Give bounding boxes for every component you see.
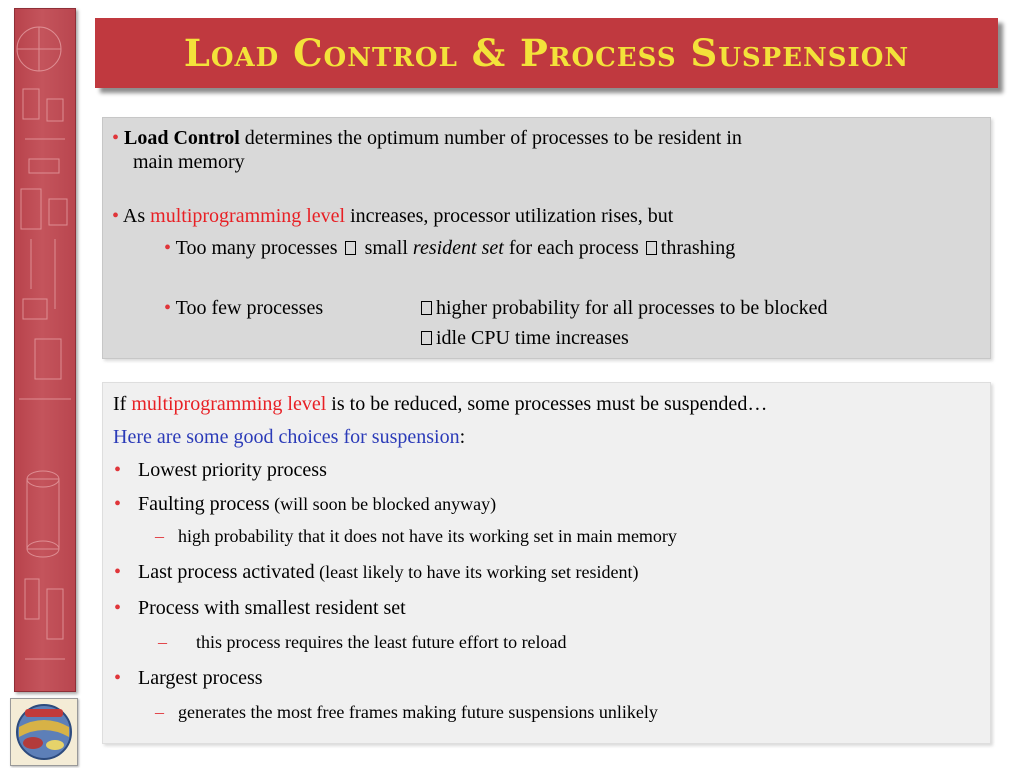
list-item-note: (will soon be blocked anyway)	[269, 494, 497, 514]
suspension-intro: If multiprogramming level is to be reduc…	[113, 392, 767, 416]
load-control-panel: • Load Control determines the optimum nu…	[102, 117, 991, 359]
list-item-text: generates the most free frames making fu…	[178, 702, 658, 722]
bullet-marker: •	[114, 667, 122, 689]
highlight-multiprogramming-level: multiprogramming level	[150, 205, 346, 227]
text-segment: higher probability for all processes to …	[436, 297, 828, 319]
list-item-text: Process with smallest resident set	[138, 597, 406, 619]
list-item-text: Faulting process	[138, 493, 270, 515]
missing-glyph-box	[421, 331, 432, 345]
decorative-side-strip	[14, 8, 76, 692]
list-item: • Process with smallest resident set	[114, 596, 406, 620]
load-control-continuation: main memory	[133, 151, 245, 173]
suspension-choices-panel: If multiprogramming level is to be reduc…	[102, 382, 991, 744]
list-item: • Lowest priority process	[114, 458, 327, 482]
too-few-consequence-2: idle CPU time increases	[419, 326, 629, 350]
text-segment: is to be reduced, some processes must be…	[326, 393, 768, 415]
bullet-marker: •	[112, 205, 120, 227]
bullet-marker: •	[164, 237, 172, 259]
text-segment: :	[459, 426, 466, 448]
missing-glyph-box	[344, 241, 356, 255]
list-item-text: this process requires the least future e…	[196, 632, 567, 652]
text-segment: for each process	[503, 237, 644, 259]
conference-logo	[10, 698, 78, 766]
sub-bullet-too-many: • Too many processes small resident set …	[164, 236, 735, 260]
circuit-pattern-graphic	[16, 26, 71, 660]
text-segment: If	[113, 393, 132, 415]
list-item-text: Lowest priority process	[138, 459, 327, 481]
list-item: • Largest process	[114, 666, 263, 690]
bullet-marker: •	[114, 493, 122, 515]
slide-title: Load Control & Process Suspension	[183, 31, 910, 75]
text-segment: small	[359, 237, 413, 259]
load-control-definition: determines the optimum number of process…	[239, 127, 742, 149]
bullet-marker: •	[112, 127, 120, 149]
term-load-control: Load Control	[124, 127, 240, 149]
term-resident-set: resident set	[412, 237, 504, 259]
bullet-multiprogramming: • As multiprogramming level increases, p…	[112, 204, 673, 228]
dash-marker: –	[155, 702, 164, 722]
dash-marker: –	[155, 526, 164, 546]
missing-glyph-box	[645, 241, 657, 255]
sub-list-item: – high probability that it does not have…	[155, 524, 677, 548]
text-segment: Too few processes	[175, 297, 324, 319]
title-bar: Load Control & Process Suspension	[95, 18, 998, 88]
text-segment: thrashing	[660, 237, 736, 259]
bullet-marker: •	[114, 561, 122, 583]
highlight-multiprogramming-level: multiprogramming level	[131, 393, 327, 415]
list-item-text: Last process activated	[138, 561, 315, 583]
list-item-note: (least likely to have its working set re…	[314, 562, 639, 582]
text-segment: Too many processes	[175, 237, 343, 259]
list-item-text: high probability that it does not have i…	[178, 526, 677, 546]
choices-heading: Here are some good choices for suspensio…	[113, 425, 465, 449]
logo-globe-icon	[16, 704, 72, 760]
choices-heading-text: Here are some good choices for suspensio…	[113, 426, 460, 448]
missing-glyph-box	[421, 301, 432, 315]
sub-bullet-too-few: • Too few processes	[164, 296, 323, 320]
list-item-text: Largest process	[138, 667, 263, 689]
bullet-marker: •	[114, 459, 122, 481]
text-segment: increases, processor utilization rises, …	[345, 205, 674, 227]
bullet-marker: •	[164, 297, 172, 319]
dash-marker: –	[158, 632, 167, 652]
list-item: • Last process activated (least likely t…	[114, 560, 639, 584]
too-few-consequence-1: higher probability for all processes to …	[419, 296, 828, 320]
text-segment: As	[122, 205, 151, 227]
list-item: • Faulting process (will soon be blocked…	[114, 492, 496, 516]
bullet-marker: •	[114, 597, 122, 619]
sub-list-item: – this process requires the least future…	[158, 630, 567, 654]
text-segment: idle CPU time increases	[436, 327, 629, 349]
sub-list-item: – generates the most free frames making …	[155, 700, 658, 724]
bullet-load-control: • Load Control determines the optimum nu…	[112, 126, 742, 150]
